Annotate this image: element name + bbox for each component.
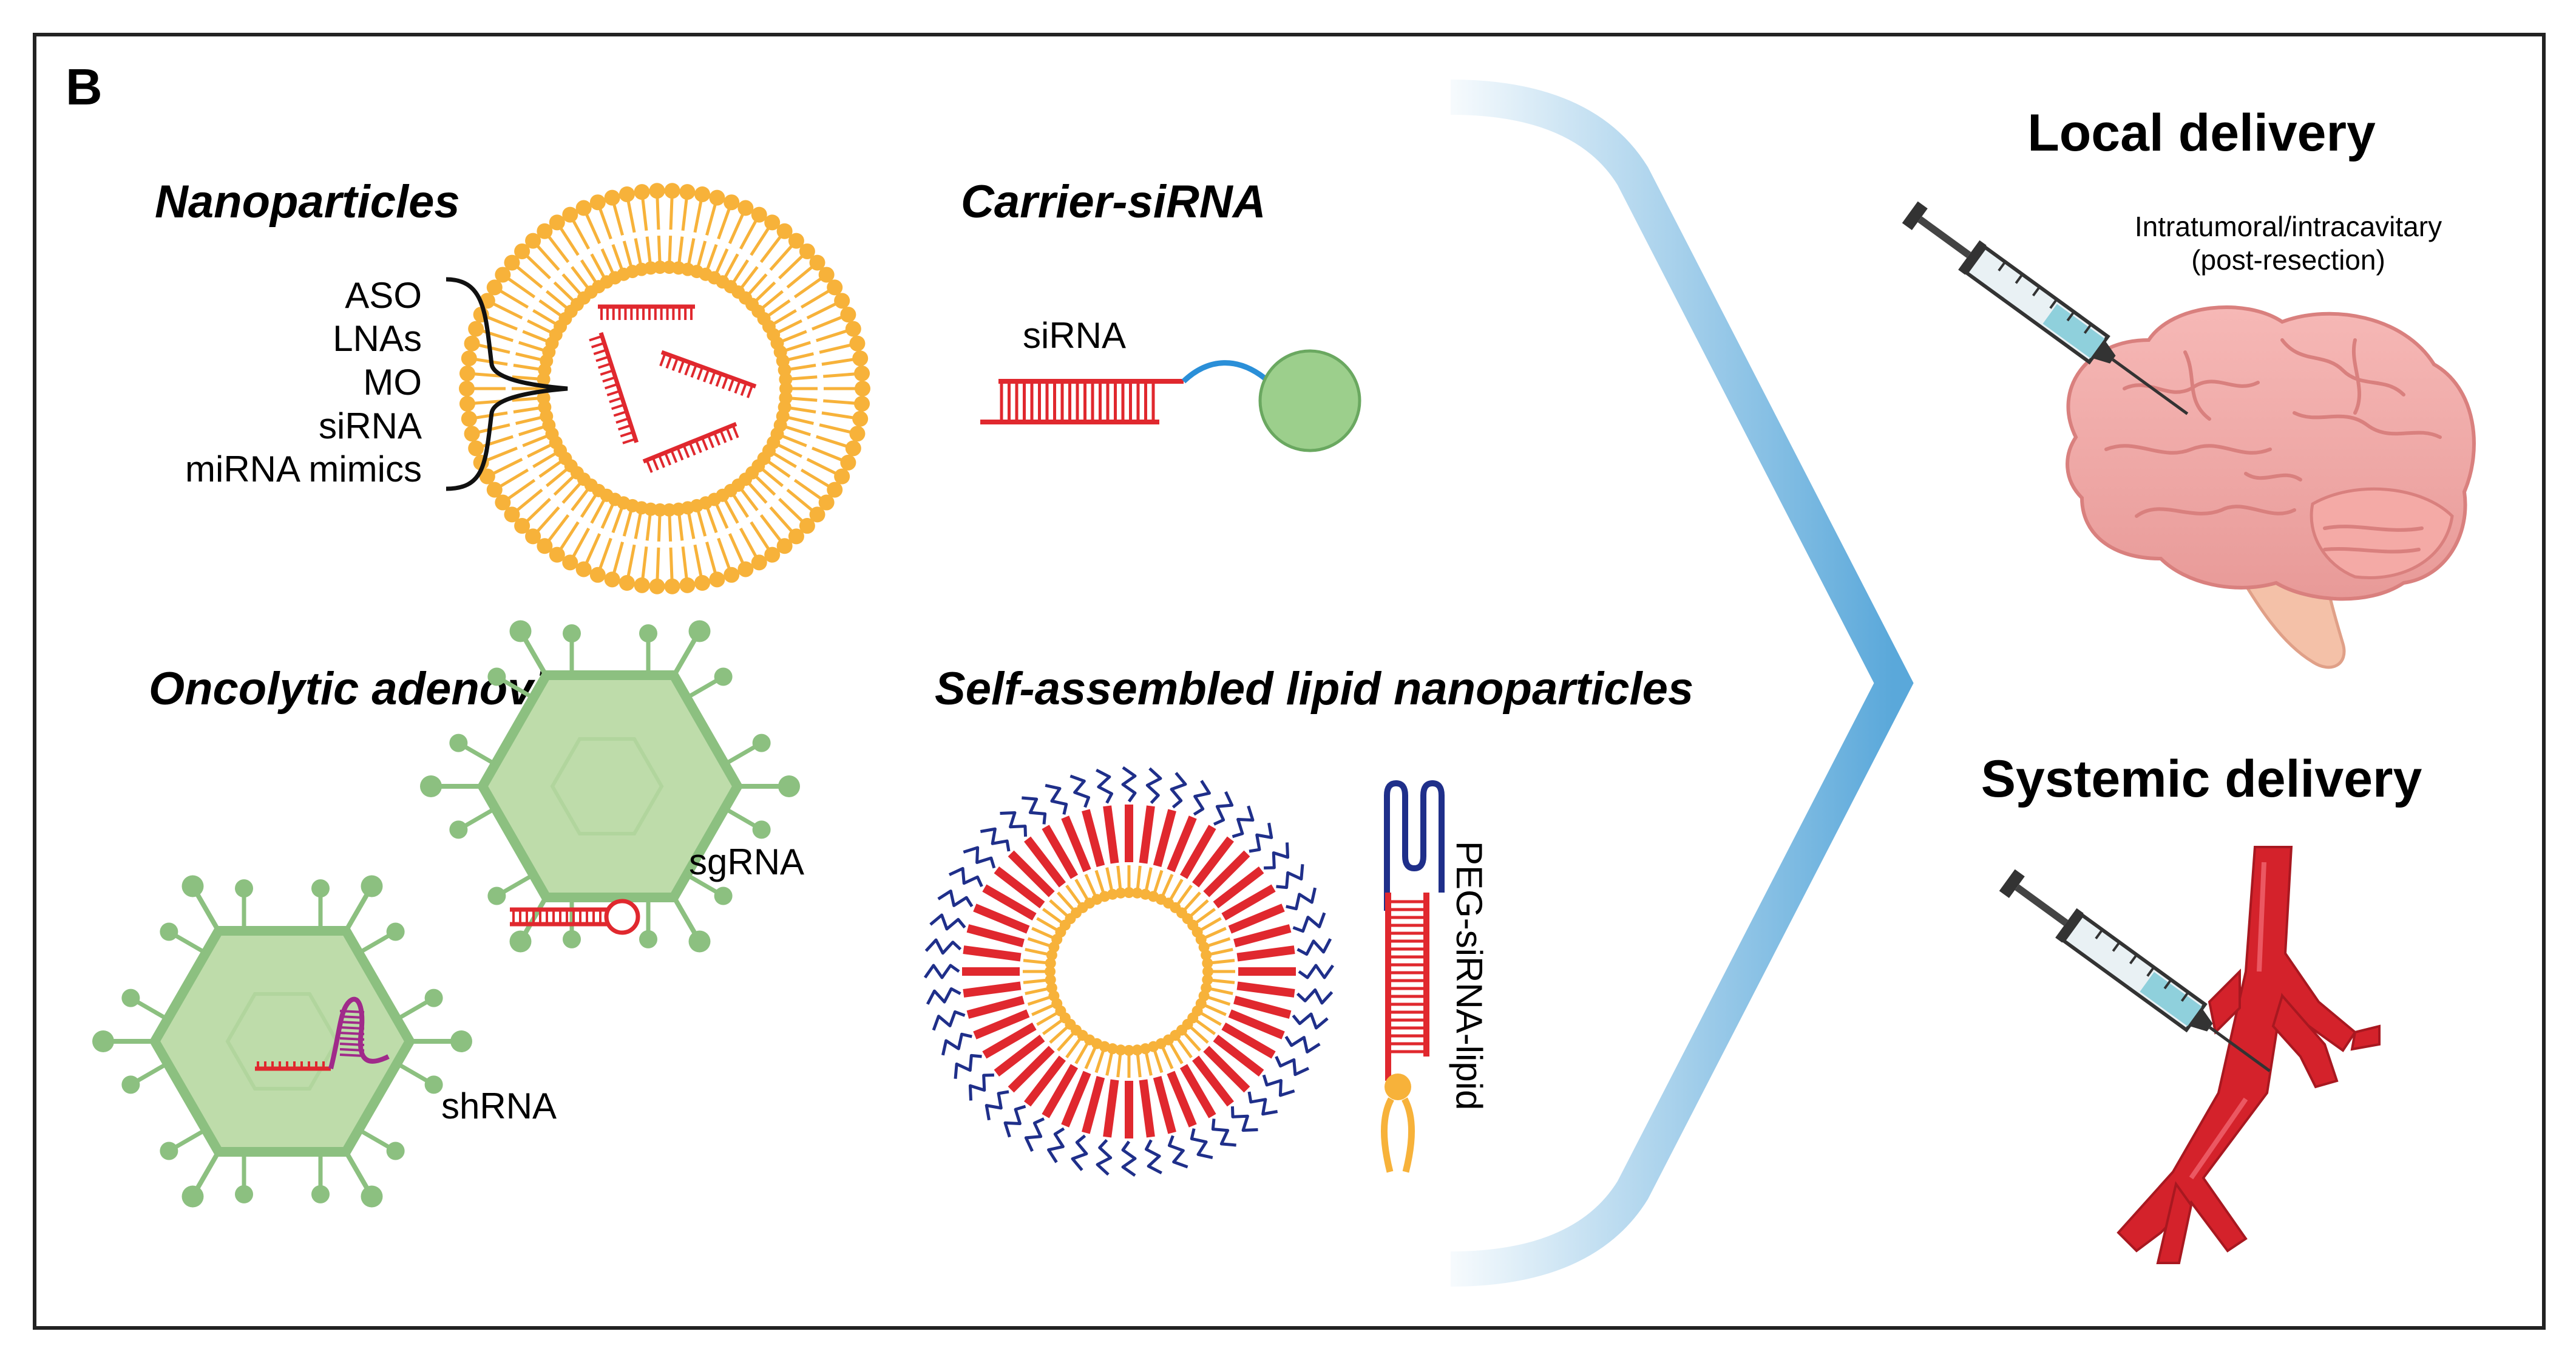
- sgrna-hairpin: [510, 899, 640, 935]
- local-syringe: [1902, 201, 2189, 415]
- cargo-sirna: siRNA: [319, 406, 422, 446]
- encapsulated-rna-strands: [589, 304, 757, 473]
- peg-sirna-lipid-label: PEG-siRNA-lipid: [1449, 841, 1490, 1110]
- sirna-duplex: [980, 379, 1184, 424]
- adenovirus-back: [420, 620, 800, 953]
- local-route-line2: (post-resection): [2191, 244, 2385, 276]
- carrier-sirna-title: Carrier-siRNA: [961, 176, 1266, 228]
- shrna-label: shRNA: [441, 1086, 557, 1126]
- cargo-mirna-mimics: miRNA mimics: [185, 449, 422, 489]
- brain-illustration: [2066, 305, 2476, 669]
- linker: [1181, 360, 1270, 384]
- carrier-sirna-label: siRNA: [1023, 315, 1126, 356]
- local-delivery-title: Local delivery: [2027, 104, 2376, 162]
- systemic-syringe: [1999, 869, 2271, 1072]
- lipid-nanoparticles-title: Self-assembled lipid nanoparticles: [935, 663, 1693, 715]
- blood-vessel-illustration: [2117, 846, 2381, 1264]
- delivery-chevron-arrow: [1450, 80, 1914, 1287]
- carrier-molecule: [1258, 349, 1361, 452]
- cargo-aso: ASO: [345, 275, 422, 316]
- self-assembled-lipid-nanoparticle: [923, 766, 1335, 1177]
- cargo-mo: MO: [363, 362, 422, 403]
- cargo-lnas: LNAs: [333, 318, 422, 359]
- cargo-brace: [446, 277, 568, 491]
- cargo-list: ASO LNAs MO siRNA miRNA mimics: [185, 275, 422, 489]
- nanoparticles-title: Nanoparticles: [155, 176, 460, 228]
- peg-sirna-lipid-molecule: [1381, 780, 1445, 1173]
- panel-frame: [33, 33, 2546, 1330]
- systemic-delivery-title: Systemic delivery: [1981, 750, 2422, 808]
- panel-label: B: [66, 58, 103, 115]
- sgrna-label: sgRNA: [689, 842, 804, 882]
- shrna-hairpin: [255, 996, 390, 1071]
- adenovirus-front: [92, 875, 472, 1208]
- nanoparticle-liposome: [459, 183, 870, 594]
- local-route-line1: Intratumoral/intracavitary: [2135, 211, 2442, 242]
